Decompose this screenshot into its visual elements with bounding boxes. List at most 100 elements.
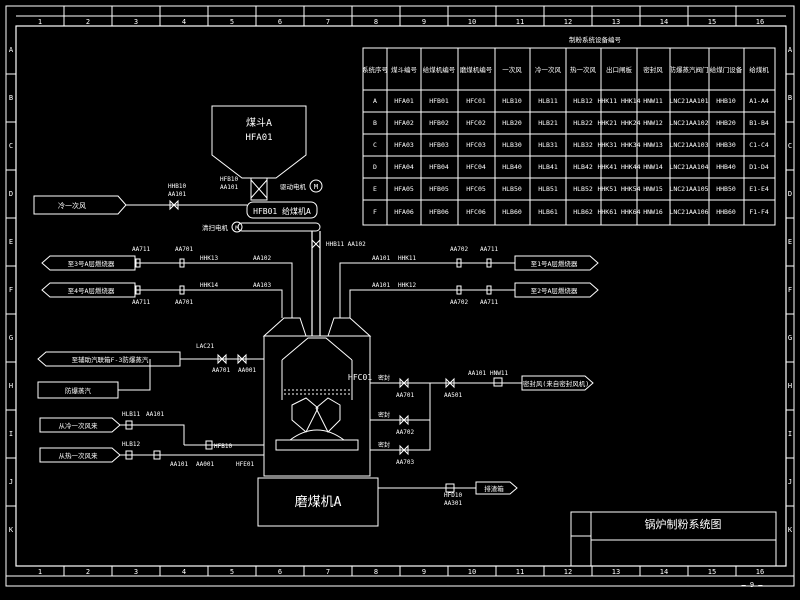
table-cell: HFA06 <box>394 208 414 216</box>
table-cell: HFB03 <box>429 141 449 149</box>
tag: LAC21 <box>196 343 214 350</box>
mill-label: 磨煤机A <box>295 495 342 510</box>
col-label: 2 <box>86 568 90 576</box>
col-label: 10 <box>468 568 476 576</box>
col-label: 16 <box>756 18 764 26</box>
tag: AA711 <box>132 299 150 306</box>
table-cell: HHB10 <box>716 97 736 105</box>
col-label: 15 <box>708 18 716 26</box>
table-cell: F1-F4 <box>749 208 769 216</box>
table-cell: HFB06 <box>429 208 449 216</box>
table-cell: HNW12 <box>643 119 663 127</box>
col-label: 6 <box>278 568 282 576</box>
tag: AA101 <box>220 184 238 191</box>
table-cell: HLB21 <box>538 119 558 127</box>
cleaner-motor-icon <box>231 221 243 233</box>
box-label: 至2号A层燃烧器 <box>531 286 578 295</box>
table-header: 系统序号 <box>362 65 389 74</box>
table-header: 给煤门设备 <box>710 65 743 74</box>
row-label: E <box>788 238 792 246</box>
row-label: F <box>9 286 13 294</box>
table-cell: HLB22 <box>573 119 593 127</box>
table-cell: LNC21AA102 <box>669 119 708 127</box>
table-cell: HNW14 <box>643 163 663 171</box>
row-label: C <box>9 142 13 150</box>
row-label: A <box>9 46 14 54</box>
table-cell: HHB40 <box>716 163 736 171</box>
table-cell: HFB02 <box>429 119 449 127</box>
col-label: 7 <box>326 568 330 576</box>
box-label: 排渣箱 <box>484 484 504 493</box>
box-label: 至4号A层燃烧器 <box>68 286 115 295</box>
table-cell: HHK51 HHK54 <box>597 185 640 193</box>
table-cell: HFB04 <box>429 163 449 171</box>
tag: AA301 <box>444 500 462 507</box>
table-cell: HLB60 <box>502 208 522 216</box>
row-label: G <box>788 334 792 342</box>
col-label: 4 <box>182 18 186 26</box>
svg-text:M: M <box>314 183 318 191</box>
row-label: H <box>9 382 13 390</box>
table-cell: C <box>373 141 377 149</box>
tag: HNW11 <box>490 370 508 377</box>
feeder-motor-icon <box>309 179 323 193</box>
col-label: 16 <box>756 568 764 576</box>
row-label: B <box>9 94 13 102</box>
tag: AA702 <box>450 246 468 253</box>
table-cell: HFC03 <box>466 141 486 149</box>
row-label: A <box>788 46 793 54</box>
table-title: 制粉系统设备编号 <box>569 35 622 44</box>
table-cell: HHK41 HHK44 <box>597 163 640 171</box>
row-label: F <box>788 286 792 294</box>
seal-air-lines: 密封风(来自密封风机) 密封 密封 密封 AA701 AA702 AA703 A… <box>370 370 594 507</box>
table-cell: HLB51 <box>538 185 558 193</box>
tag: AA101 <box>168 191 186 198</box>
col-label: 14 <box>660 18 668 26</box>
steam-lines: 至辅助汽联箱F-3防爆蒸汽 防爆蒸汽 LAC21 AA701 AA001 <box>37 343 264 399</box>
tag: AA101 <box>372 255 390 262</box>
box-label: 从热一次风来 <box>59 451 99 460</box>
table-header: 热一次风 <box>570 65 597 74</box>
tag: 密封 <box>378 441 390 449</box>
table-cell: HHK31 HHK34 <box>597 141 640 149</box>
col-label: 11 <box>516 18 524 26</box>
mill-code: HFC01 <box>348 373 372 382</box>
table-header: 给煤机编号 <box>423 65 456 74</box>
col-label: 1 <box>38 18 42 26</box>
col-label: 2 <box>86 18 90 26</box>
row-label: D <box>9 190 13 198</box>
burner-pipes-left: 至3号A层燃烧器 至4号A层燃烧器 AA711 AA701 HHK13 AA10… <box>41 246 293 318</box>
row-label: B <box>788 94 792 102</box>
col-label: 9 <box>422 18 426 26</box>
tag: HHB10 <box>168 183 186 190</box>
col-label: 12 <box>564 18 572 26</box>
col-label: 7 <box>326 18 330 26</box>
table-cell: B <box>373 119 377 127</box>
tag: AA501 <box>444 392 462 399</box>
table-cell: E1-E4 <box>749 185 769 193</box>
table-cell: B1-B4 <box>749 119 769 127</box>
box-label: 防爆蒸汽 <box>65 386 92 395</box>
col-label: 9 <box>422 568 426 576</box>
tag: AA701 <box>175 299 193 306</box>
tag: HFB10 <box>214 443 232 450</box>
table-cell: HHK61 HHK64 <box>597 208 640 216</box>
table-cell: HFA04 <box>394 163 414 171</box>
table-cell: HFA01 <box>394 97 414 105</box>
table-cell: HLB30 <box>502 141 522 149</box>
table-cell: HNW13 <box>643 141 663 149</box>
col-label: 5 <box>230 568 234 576</box>
row-label: J <box>788 478 792 486</box>
table-cell: HFC01 <box>466 97 486 105</box>
col-label: 13 <box>612 18 620 26</box>
table-cell: LNC21AA106 <box>669 208 708 216</box>
table-cell: HLB40 <box>502 163 522 171</box>
coal-feeder: HFB01 给煤机A M 驱动电机 M 清扫电机 HFB10 AA101 <box>202 176 323 233</box>
col-label: 10 <box>468 18 476 26</box>
grid-bottom: 1 2 3 4 5 6 7 8 9 10 11 12 13 14 15 16 <box>6 566 794 577</box>
tag: HHK14 <box>200 282 218 289</box>
tag: AA103 <box>253 282 271 289</box>
row-label: K <box>788 526 793 534</box>
